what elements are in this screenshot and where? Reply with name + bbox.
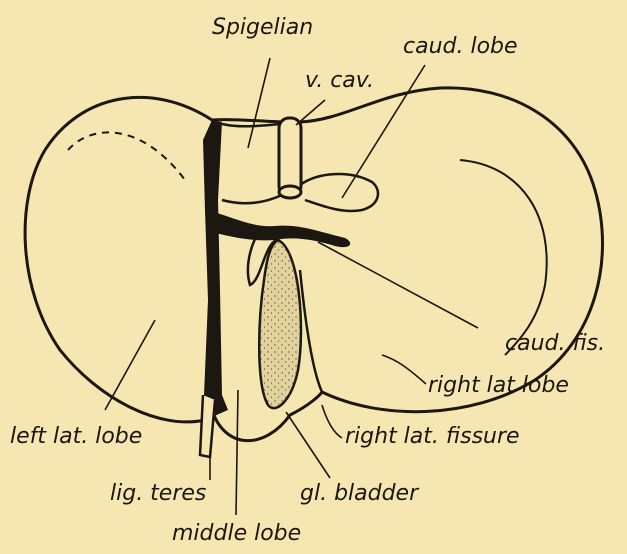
spigelian-lobe (222, 124, 282, 203)
leader-right-lat-fissure (322, 405, 342, 438)
label-v-cav: v. cav. (305, 68, 374, 93)
leader-gl-bladder (286, 412, 330, 478)
right-lateral-fissure-line (300, 270, 322, 392)
left-lobe-dashed-contour (68, 132, 185, 180)
label-lig-teres: lig. teres (110, 481, 206, 506)
label-middle-lobe: middle lobe (172, 521, 301, 546)
leader-right-lat-lobe (382, 355, 426, 384)
label-left-lat-lobe: left lat. lobe (10, 424, 142, 449)
label-caud-lobe: caud. lobe (403, 34, 518, 59)
leader-spigelian (248, 58, 270, 148)
caudate-lobe (300, 174, 378, 211)
label-gl-bladder: gl. bladder (300, 481, 420, 506)
leader-caud-fis (318, 242, 478, 328)
leader-middle-lobe (236, 390, 238, 515)
umbilical-fissure (203, 120, 228, 420)
label-right-lat-lobe: right lat lobe (428, 373, 569, 398)
leader-left-lat-lobe (105, 320, 155, 410)
label-caud-fis: caud. fis. (505, 331, 605, 356)
label-right-lat-fissure: right lat. fissure (345, 424, 520, 449)
vena-cava-tube (279, 118, 301, 196)
label-spigelian: Spigelian (212, 15, 313, 40)
ligamentum-teres (200, 395, 215, 457)
vena-cava-opening (279, 186, 301, 198)
